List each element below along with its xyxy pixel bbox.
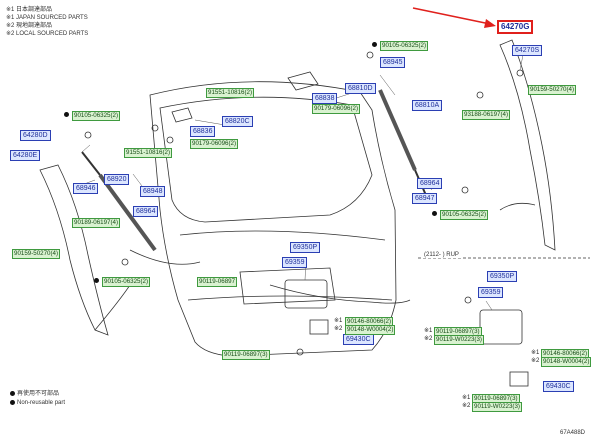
mark-japan: ※1 xyxy=(462,395,471,401)
nonreusable-mark xyxy=(64,111,71,119)
nonreusable-dot-icon xyxy=(10,390,15,396)
part-68810A[interactable]: 68810A xyxy=(412,100,443,111)
nonreusable-mark xyxy=(432,210,439,218)
part-64280D[interactable]: 64280D xyxy=(20,130,51,141)
part-90119-06897-a[interactable]: 90119-06897 xyxy=(197,277,238,287)
part-68964-right[interactable]: 68964 xyxy=(417,178,443,189)
part-69359-center[interactable]: 69359 xyxy=(282,257,308,268)
part-90119-W0223-b[interactable]: 90119-W0223(3) xyxy=(472,402,522,412)
part-69430C-center[interactable]: 69430C xyxy=(343,334,374,345)
latch-right xyxy=(479,309,523,345)
part-68948[interactable]: 68948 xyxy=(140,186,166,197)
back-door-outline xyxy=(149,81,397,357)
legend-nonreusable-en: Non-reusable part xyxy=(10,399,65,407)
nonreusable-dot-icon xyxy=(10,399,15,405)
highlight-arrow xyxy=(412,7,496,28)
right-side-trim xyxy=(499,39,556,251)
right-cable xyxy=(499,202,536,211)
nonreusable-mark xyxy=(94,277,101,285)
mark-japan: ※1 xyxy=(334,318,343,324)
part-69350P-center[interactable]: 69350P xyxy=(290,242,321,253)
cable-left xyxy=(129,249,201,265)
part-90105-06325-a[interactable]: 90105-06325(2) xyxy=(380,41,429,51)
bracket-top xyxy=(287,71,319,91)
rup-note: (2112- ) RUP xyxy=(422,252,461,258)
mark-local: ※2 xyxy=(462,403,471,409)
cable-lower xyxy=(94,284,131,331)
bracket-mid xyxy=(171,107,193,123)
part-90119-06897-b[interactable]: 90119-06897(3) xyxy=(222,350,270,360)
part-68946[interactable]: 68946 xyxy=(73,183,99,194)
part-68820C[interactable]: 68820C xyxy=(222,116,253,127)
drawing-code: 67A488D xyxy=(560,430,586,436)
part-68964-left[interactable]: 68964 xyxy=(133,206,159,217)
legend-japan-en: ※1 JAPAN SOURCED PARTS xyxy=(6,15,88,21)
part-90105-06325-c[interactable]: 90105-06325(2) xyxy=(440,210,489,220)
part-69350P-right[interactable]: 69350P xyxy=(487,271,518,282)
part-68836[interactable]: 68836 xyxy=(190,126,216,137)
legend-local-jp: ※2 現地調達部品 xyxy=(6,23,53,29)
part-68920[interactable]: 68920 xyxy=(104,174,130,185)
latch-center-lower xyxy=(309,319,329,335)
lower-panel-line xyxy=(179,230,386,241)
right-strut xyxy=(378,89,417,171)
part-64270G-highlighted[interactable]: 64270G xyxy=(497,20,534,34)
mark-local: ※2 xyxy=(424,336,433,342)
latch-center xyxy=(284,279,328,309)
mark-japan: ※1 xyxy=(424,328,433,334)
part-90159-50270-a[interactable]: 90159-50270(4) xyxy=(528,85,577,95)
part-90148-W0004-b[interactable]: 90148-W0004(2) xyxy=(541,357,592,367)
mark-local: ※2 xyxy=(531,358,540,364)
part-90179-06096-b[interactable]: 90179-06096(2) xyxy=(190,139,239,149)
left-strut-rod xyxy=(81,151,101,176)
part-90105-06325-d[interactable]: 90105-06325(2) xyxy=(102,277,151,287)
part-93188-06197[interactable]: 93188-06197(4) xyxy=(462,110,511,120)
part-64270S[interactable]: 64270S xyxy=(512,45,543,56)
license-recess xyxy=(239,267,336,305)
mark-local: ※2 xyxy=(334,326,343,332)
legend-local-en: ※2 LOCAL SOURCED PARTS xyxy=(6,31,89,37)
part-90105-06325-b[interactable]: 90105-06325(2) xyxy=(72,111,121,121)
part-68945[interactable]: 68945 xyxy=(380,57,406,68)
cable-right xyxy=(269,284,411,304)
part-90189-06197[interactable]: 90189-06197(4) xyxy=(72,218,121,228)
latch-right-lower xyxy=(509,371,529,387)
part-91551-10816-a[interactable]: 91551-10816(2) xyxy=(206,88,255,98)
legend-japan-jp: ※1 日本調達部品 xyxy=(6,7,53,13)
part-90159-50270-b[interactable]: 90159-50270(4) xyxy=(12,249,61,259)
part-69430C-right[interactable]: 69430C xyxy=(543,381,574,392)
nonreusable-mark xyxy=(372,41,379,49)
part-68838[interactable]: 68838 xyxy=(312,93,338,104)
part-64280E[interactable]: 64280E xyxy=(10,150,41,161)
part-90119-W0223-a[interactable]: 90119-W0223(3) xyxy=(434,335,484,345)
part-90179-06096-a[interactable]: 90179-06096(2) xyxy=(312,104,361,114)
part-68947[interactable]: 68947 xyxy=(412,193,438,204)
part-90148-W0004-a[interactable]: 90148-W0004(2) xyxy=(345,325,396,335)
part-68810D[interactable]: 68810D xyxy=(345,83,376,94)
left-strut xyxy=(98,173,157,252)
part-91551-10816-b[interactable]: 91551-10816(2) xyxy=(124,148,173,158)
legend-nonreusable-jp: 再使用不可部品 xyxy=(10,390,59,398)
window-outline xyxy=(159,96,373,223)
lower-panel-line-2 xyxy=(187,295,393,301)
mark-japan: ※1 xyxy=(531,350,540,356)
part-69359-right[interactable]: 69359 xyxy=(478,287,504,298)
